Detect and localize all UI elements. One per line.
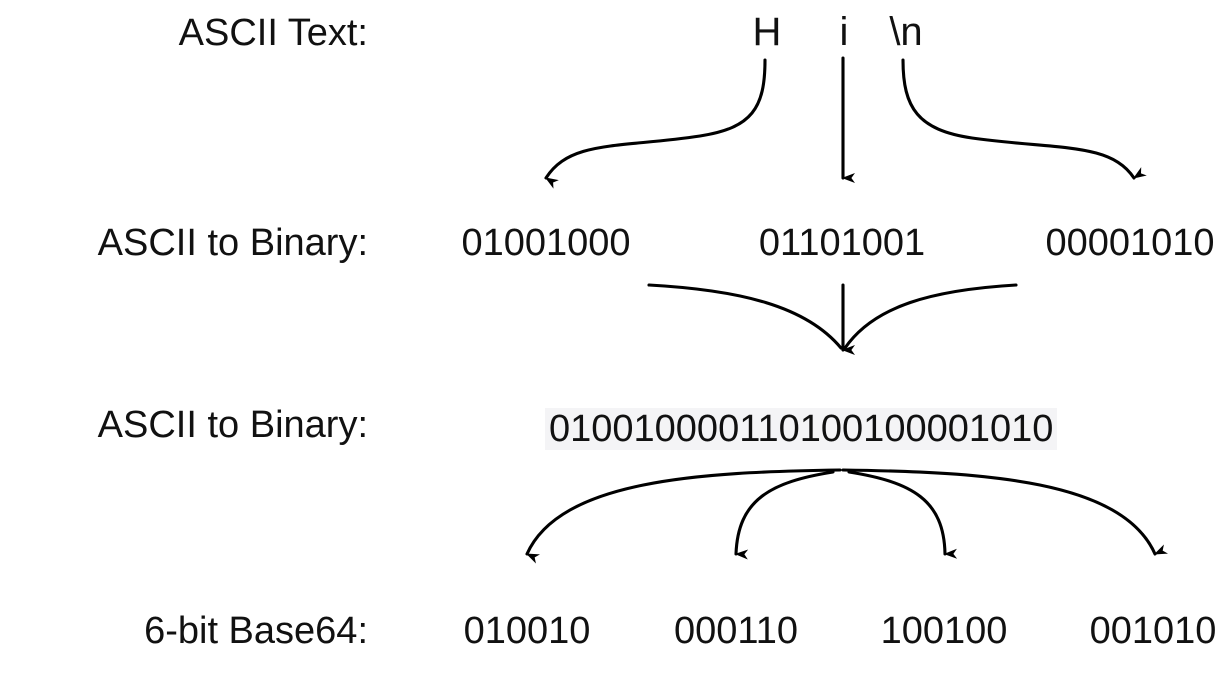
binary-byte-1: 01101001 (758, 222, 926, 264)
binary-combined-value: 010010000110100100001010 (545, 408, 1058, 450)
arrow-split-3 (847, 470, 958, 559)
base64-group-3: 001010 (1089, 610, 1217, 652)
row-label-ascii-text: ASCII Text: (178, 12, 368, 54)
row-label-ascii-to-binary-split: ASCII to Binary: (97, 222, 368, 264)
arrow-split-1 (525, 468, 842, 564)
base64-group-1: 000110 (674, 610, 798, 652)
arrow-h-to-byte0 (544, 58, 767, 189)
binary-byte-0: 01001000 (461, 222, 631, 264)
arrow-split-2 (734, 470, 835, 560)
ascii-char-2: \n (889, 10, 923, 54)
arrow-merge-right (843, 283, 1018, 350)
row-label-6bit-base64: 6-bit Base64: (144, 610, 368, 652)
ascii-char-0: H (752, 10, 782, 54)
arrow-merge-left (647, 283, 843, 350)
arrow-split-4 (841, 468, 1168, 556)
ascii-char-1: i (839, 10, 849, 54)
row-label-ascii-to-binary-combined: ASCII to Binary: (97, 404, 368, 446)
binary-byte-2: 00001010 (1045, 222, 1215, 264)
base64-group-0: 010010 (463, 610, 591, 652)
arrow-newline-to-byte2 (901, 58, 1147, 180)
base64-group-2: 100100 (880, 610, 1008, 652)
